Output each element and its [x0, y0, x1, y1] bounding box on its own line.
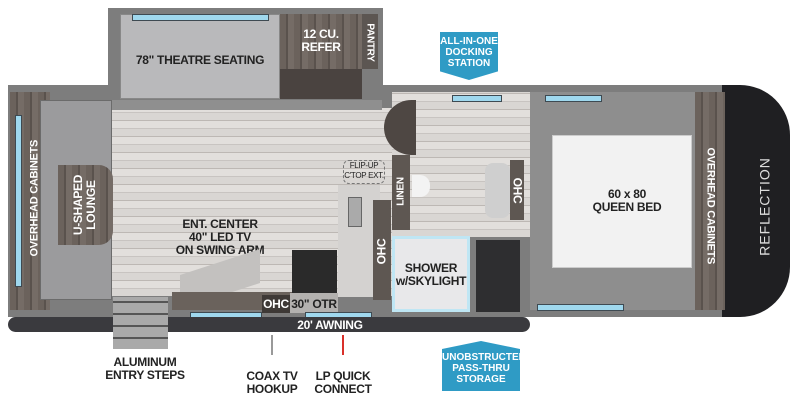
brand-logo-text: REFLECTION	[756, 157, 773, 256]
refrigerator	[280, 14, 362, 69]
shower	[392, 236, 470, 312]
entry-steps-label: ALUMINUM ENTRY STEPS	[105, 355, 185, 382]
ohc-stove-label: OHC	[263, 297, 289, 311]
pantry-label: PANTRY	[364, 23, 376, 62]
stove	[292, 250, 337, 294]
pantry	[362, 14, 378, 69]
docking-station-callout: ALL-IN-ONE DOCKING STATION	[440, 32, 498, 80]
awning-label: 20' AWNING	[297, 318, 363, 332]
theatre-seating	[120, 14, 280, 99]
pass-thru-storage-text: UNOBSTRUCTED PASS-THRU STORAGE	[442, 352, 526, 385]
awning	[8, 317, 530, 332]
refer-label: 12 CU. REFER	[301, 27, 341, 54]
theatre-seating-label: 78" THEATRE SEATING	[135, 53, 265, 67]
drawers	[280, 69, 362, 99]
ohc-stove	[262, 295, 290, 313]
queen-bed-label: 60 x 80 QUEEN BED	[592, 187, 662, 214]
ohc-kitchen-label: OHC	[374, 238, 389, 265]
linen-cabinet	[392, 155, 410, 230]
sink	[348, 197, 362, 227]
entry-steps	[113, 297, 168, 349]
pass-thru-storage-callout: UNOBSTRUCTED PASS-THRU STORAGE	[442, 341, 520, 391]
ohc-bath-label: OHC	[510, 177, 525, 204]
toilet	[412, 175, 430, 197]
window	[15, 115, 22, 287]
coax-line	[271, 335, 273, 355]
flip-up-countertop	[343, 160, 385, 184]
pass-thru-closet	[476, 240, 520, 312]
queen-bed	[552, 135, 692, 268]
window	[452, 95, 502, 102]
window	[132, 14, 269, 21]
ohc-bath	[510, 160, 524, 220]
docking-station-text: ALL-IN-ONE DOCKING STATION	[440, 36, 498, 69]
slide-floor-edge	[112, 100, 382, 110]
flip-up-label: FLIP-UP C'TOP EXT.	[344, 161, 384, 180]
lounge-table	[58, 165, 113, 245]
shower-label: SHOWER w/SKYLIGHT	[395, 261, 467, 288]
coax-label: COAX TV HOOKUP	[246, 369, 298, 396]
otr-microwave	[290, 293, 338, 313]
front-cap	[722, 85, 790, 317]
otr-label: 30" OTR	[291, 297, 337, 311]
ohc-kitchen	[373, 200, 391, 300]
lp-label: LP QUICK CONNECT	[314, 369, 372, 396]
u-lounge-label: U-SHAPED LOUNGE	[71, 174, 98, 236]
lp-line	[342, 335, 344, 355]
linen-label: LINEN	[395, 177, 407, 206]
window	[537, 304, 624, 311]
bath-vanity-sink	[485, 163, 510, 218]
overhead-cabinets-right	[695, 92, 725, 310]
window	[545, 95, 602, 102]
overhead-cabinets-right-label: OVERHEAD CABINETS	[704, 147, 717, 265]
